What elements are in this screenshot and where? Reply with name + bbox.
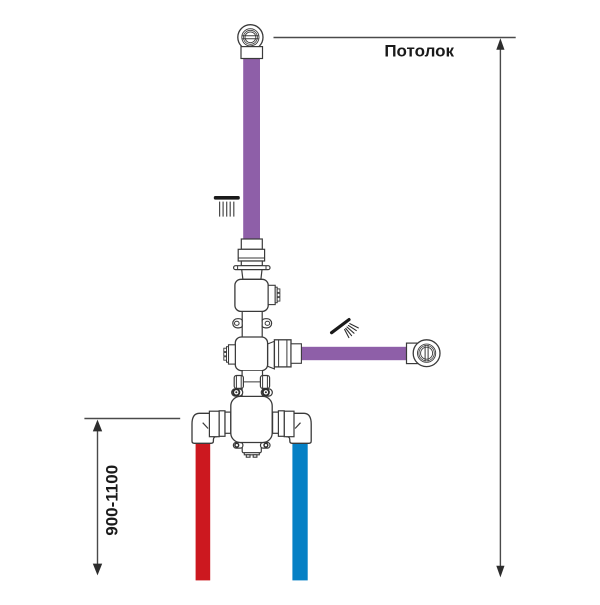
svg-text:900-1100: 900-1100 bbox=[102, 465, 121, 536]
svg-text:Потолок: Потолок bbox=[384, 42, 454, 61]
